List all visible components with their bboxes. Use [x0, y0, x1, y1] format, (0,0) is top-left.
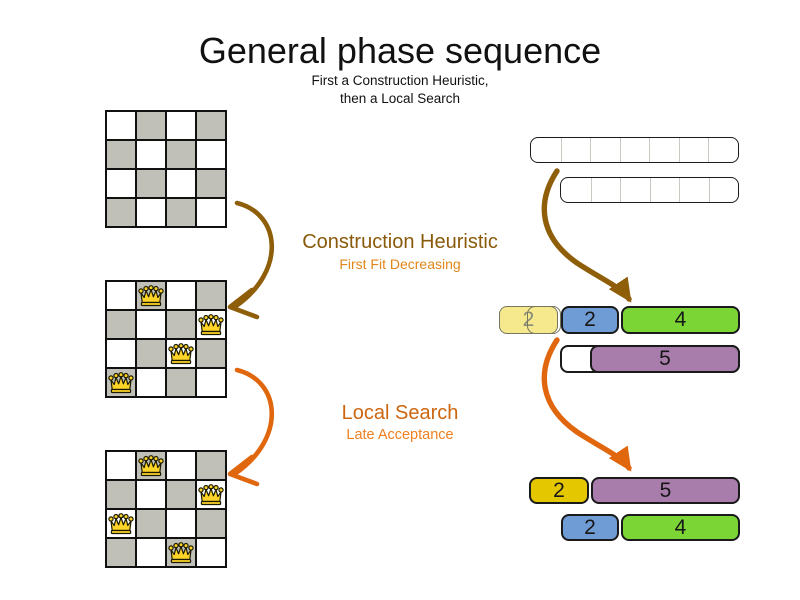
slot-divider [620, 178, 621, 202]
slot-divider [708, 178, 710, 202]
board-cell [137, 141, 165, 168]
queen-crown-icon [198, 483, 224, 505]
board-cell [107, 141, 135, 168]
board-cell [197, 311, 225, 338]
queen-crown-icon [138, 454, 164, 476]
block-gold-2-localsearch: 2 [529, 477, 589, 504]
slot-divider [619, 138, 621, 162]
board-cell [167, 141, 195, 168]
board-cell [197, 170, 225, 197]
board-cell [107, 369, 135, 396]
first-fit-decreasing-label: First Fit Decreasing [339, 256, 461, 272]
chessboard-after-local-search [105, 450, 227, 568]
chessboard-initial [105, 110, 227, 228]
board-cell [167, 539, 195, 566]
ghost-block-value: 2 [522, 308, 535, 331]
board-cell [167, 481, 195, 508]
construction-arrow-left-head [227, 287, 260, 320]
board-cell [197, 340, 225, 367]
board-cell [137, 170, 165, 197]
page-subtitle: First a Construction Heuristic, then a L… [0, 72, 800, 108]
block-value: 4 [674, 515, 687, 539]
slot-divider [708, 138, 710, 162]
slot-divider [649, 138, 651, 162]
block-value: 2 [584, 515, 596, 539]
board-cell [197, 452, 225, 479]
board-cell [197, 539, 225, 566]
queen-crown-icon [108, 512, 134, 534]
slot-divider [678, 138, 680, 162]
board-cell [107, 481, 135, 508]
board-cell [107, 311, 135, 338]
page-title: General phase sequence [198, 30, 602, 71]
board-cell [107, 282, 135, 309]
board-cell [137, 510, 165, 537]
board-cell [197, 510, 225, 537]
late-acceptance-label: Late Acceptance [346, 427, 454, 443]
empty-slot-bar-1 [530, 137, 739, 163]
block-value: 5 [659, 347, 671, 370]
board-cell [197, 112, 225, 139]
block-green-4-localsearch: 4 [621, 514, 740, 541]
slot-divider [590, 178, 592, 202]
board-cell [197, 199, 225, 226]
block-value: 2 [553, 478, 565, 502]
board-cell [167, 199, 195, 226]
queen-crown-icon [168, 541, 194, 563]
board-cell [167, 452, 195, 479]
queen-crown-icon [138, 284, 164, 306]
board-cell [137, 199, 165, 226]
construction-heuristic-label: Construction Heuristic [302, 231, 498, 253]
board-cell [107, 199, 135, 226]
board-cell [137, 112, 165, 139]
chessboard-after-construction [105, 280, 227, 398]
board-cell [107, 170, 135, 197]
board-cell [107, 510, 135, 537]
board-cell [107, 340, 135, 367]
block-blue-2-construction: 2 [561, 306, 619, 334]
board-cell [197, 481, 225, 508]
block-purple-5-localsearch: 5 [591, 477, 740, 504]
ghost-block-2-overlap-outline [527, 306, 561, 334]
block-value: 5 [659, 478, 672, 502]
board-cell [137, 340, 165, 367]
board-cell [107, 539, 135, 566]
slot-divider [590, 138, 592, 162]
board-cell [197, 369, 225, 396]
board-cell [137, 481, 165, 508]
board-cell [167, 340, 195, 367]
construction-arrow-left [233, 200, 274, 309]
board-cell [167, 112, 195, 139]
queen-crown-icon [108, 371, 134, 393]
board-cell [137, 311, 165, 338]
block-green-4-construction: 4 [621, 306, 740, 334]
subtitle-line-2: then a Local Search [339, 91, 461, 106]
board-cell [137, 369, 165, 396]
slot-divider [679, 178, 680, 202]
board-cell [197, 282, 225, 309]
empty-slot-bar-2 [560, 177, 739, 203]
slot-divider [560, 138, 562, 162]
board-cell [167, 170, 195, 197]
block-blue-2-localsearch: 2 [561, 514, 619, 541]
block-purple-5-construction: 5 [590, 345, 740, 373]
board-cell [137, 452, 165, 479]
queen-crown-icon [168, 342, 194, 364]
board-cell [197, 141, 225, 168]
block-value: 4 [674, 308, 687, 331]
slot-divider [649, 178, 651, 202]
board-cell [167, 282, 195, 309]
board-cell [107, 112, 135, 139]
board-cell [107, 452, 135, 479]
board-cell [167, 311, 195, 338]
subtitle-line-1: First a Construction Heuristic, [311, 73, 489, 88]
board-cell [167, 369, 195, 396]
board-cell [137, 539, 165, 566]
local-search-arrow-left-head [227, 454, 260, 487]
local-search-label: Local Search [341, 402, 459, 424]
board-cell [137, 282, 165, 309]
board-cell [167, 510, 195, 537]
queen-crown-icon [198, 313, 224, 335]
block-value: 2 [584, 308, 596, 331]
